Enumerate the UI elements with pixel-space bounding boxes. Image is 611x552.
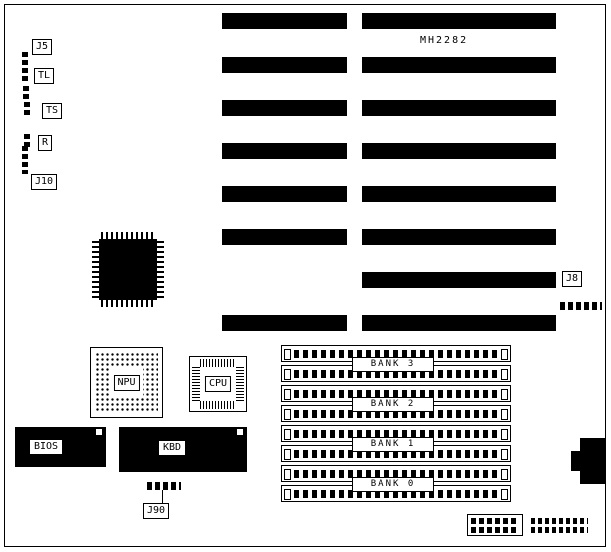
ts-label: TS — [42, 103, 63, 119]
dip-component-block — [467, 514, 523, 536]
expansion-slot-segment — [362, 229, 556, 245]
expansion-slot-segment — [362, 57, 556, 73]
simm-chips-row — [294, 370, 498, 378]
expansion-slot-segment — [362, 100, 556, 116]
j10-pin-header — [22, 146, 28, 174]
expansion-slot-segment — [222, 315, 347, 331]
pin-header-row — [531, 527, 588, 533]
expansion-slot-segment — [362, 186, 556, 202]
pin-header-block — [528, 516, 591, 535]
kbd-label: KBD — [158, 440, 187, 456]
expansion-slot-segment — [222, 13, 347, 29]
kbd-chip: KBD — [119, 427, 247, 472]
expansion-slot-segment — [222, 229, 347, 245]
dip-pin-row — [471, 518, 519, 524]
j90-pin-header — [147, 482, 181, 490]
simm-chips-row — [294, 470, 498, 478]
board-model-label: MH2282 — [420, 35, 469, 46]
qfp-body — [99, 239, 157, 300]
cpu-label: CPU — [204, 376, 232, 392]
qfp-pins-bottom — [101, 300, 155, 307]
bank2-label: BANK 2 — [352, 397, 434, 412]
expansion-slot-segment — [222, 57, 347, 73]
simm-chips-row — [294, 410, 498, 418]
dip-pin-row — [471, 527, 519, 533]
r-pin-header — [24, 134, 30, 147]
ts-pin-header — [24, 102, 30, 115]
bios-chip: BIOS — [15, 427, 106, 467]
expansion-slot-segment — [362, 143, 556, 159]
j90-label: J90 — [143, 503, 170, 519]
expansion-slot-segment — [222, 143, 347, 159]
expansion-slot-segment — [362, 315, 556, 331]
keyboard-connector — [580, 438, 606, 484]
expansion-slot-segment — [222, 186, 347, 202]
expansion-slot-segment — [362, 13, 556, 29]
qfp-pins-right — [157, 241, 164, 298]
kbd-notch — [237, 429, 243, 435]
simm-chips-row — [294, 390, 498, 398]
simm-chips-row — [294, 430, 498, 438]
qfp-pins-top — [101, 232, 155, 239]
bank1-label: BANK 1 — [352, 437, 434, 452]
bank0-label: BANK 0 — [352, 477, 434, 492]
expansion-slot-segment — [362, 272, 556, 288]
simm-chips-row — [294, 350, 498, 358]
tl-pin-header — [23, 86, 29, 99]
diagram-border — [4, 4, 606, 547]
bank3-label: BANK 3 — [352, 357, 434, 372]
npu-label: NPU — [113, 374, 140, 391]
pin-header-row — [531, 518, 588, 524]
cpu-pins-left — [192, 367, 200, 401]
npu-socket: NPU — [90, 347, 163, 418]
j5-pin-header — [22, 52, 28, 84]
cpu-pins-bottom — [200, 401, 236, 409]
cpu-pins-right — [236, 367, 244, 401]
tl-label: TL — [34, 68, 55, 84]
bios-notch — [96, 429, 102, 435]
cpu-chip: CPU — [189, 356, 247, 412]
simm-chips-row — [294, 490, 498, 498]
j10-label: J10 — [31, 174, 58, 190]
expansion-slot-segment — [222, 100, 347, 116]
j5-label: J5 — [32, 39, 53, 55]
simm-chips-row — [294, 450, 498, 458]
keyboard-connector-tab — [571, 451, 581, 471]
j90-leader-line — [162, 490, 163, 504]
bios-label: BIOS — [29, 439, 64, 455]
r-label: R — [38, 135, 53, 151]
chipset-qfp-chip — [92, 232, 164, 307]
cpu-pins-top — [200, 359, 236, 367]
j8-pin-header — [560, 302, 602, 310]
j8-label: J8 — [562, 271, 583, 287]
qfp-pins-left — [92, 241, 99, 298]
